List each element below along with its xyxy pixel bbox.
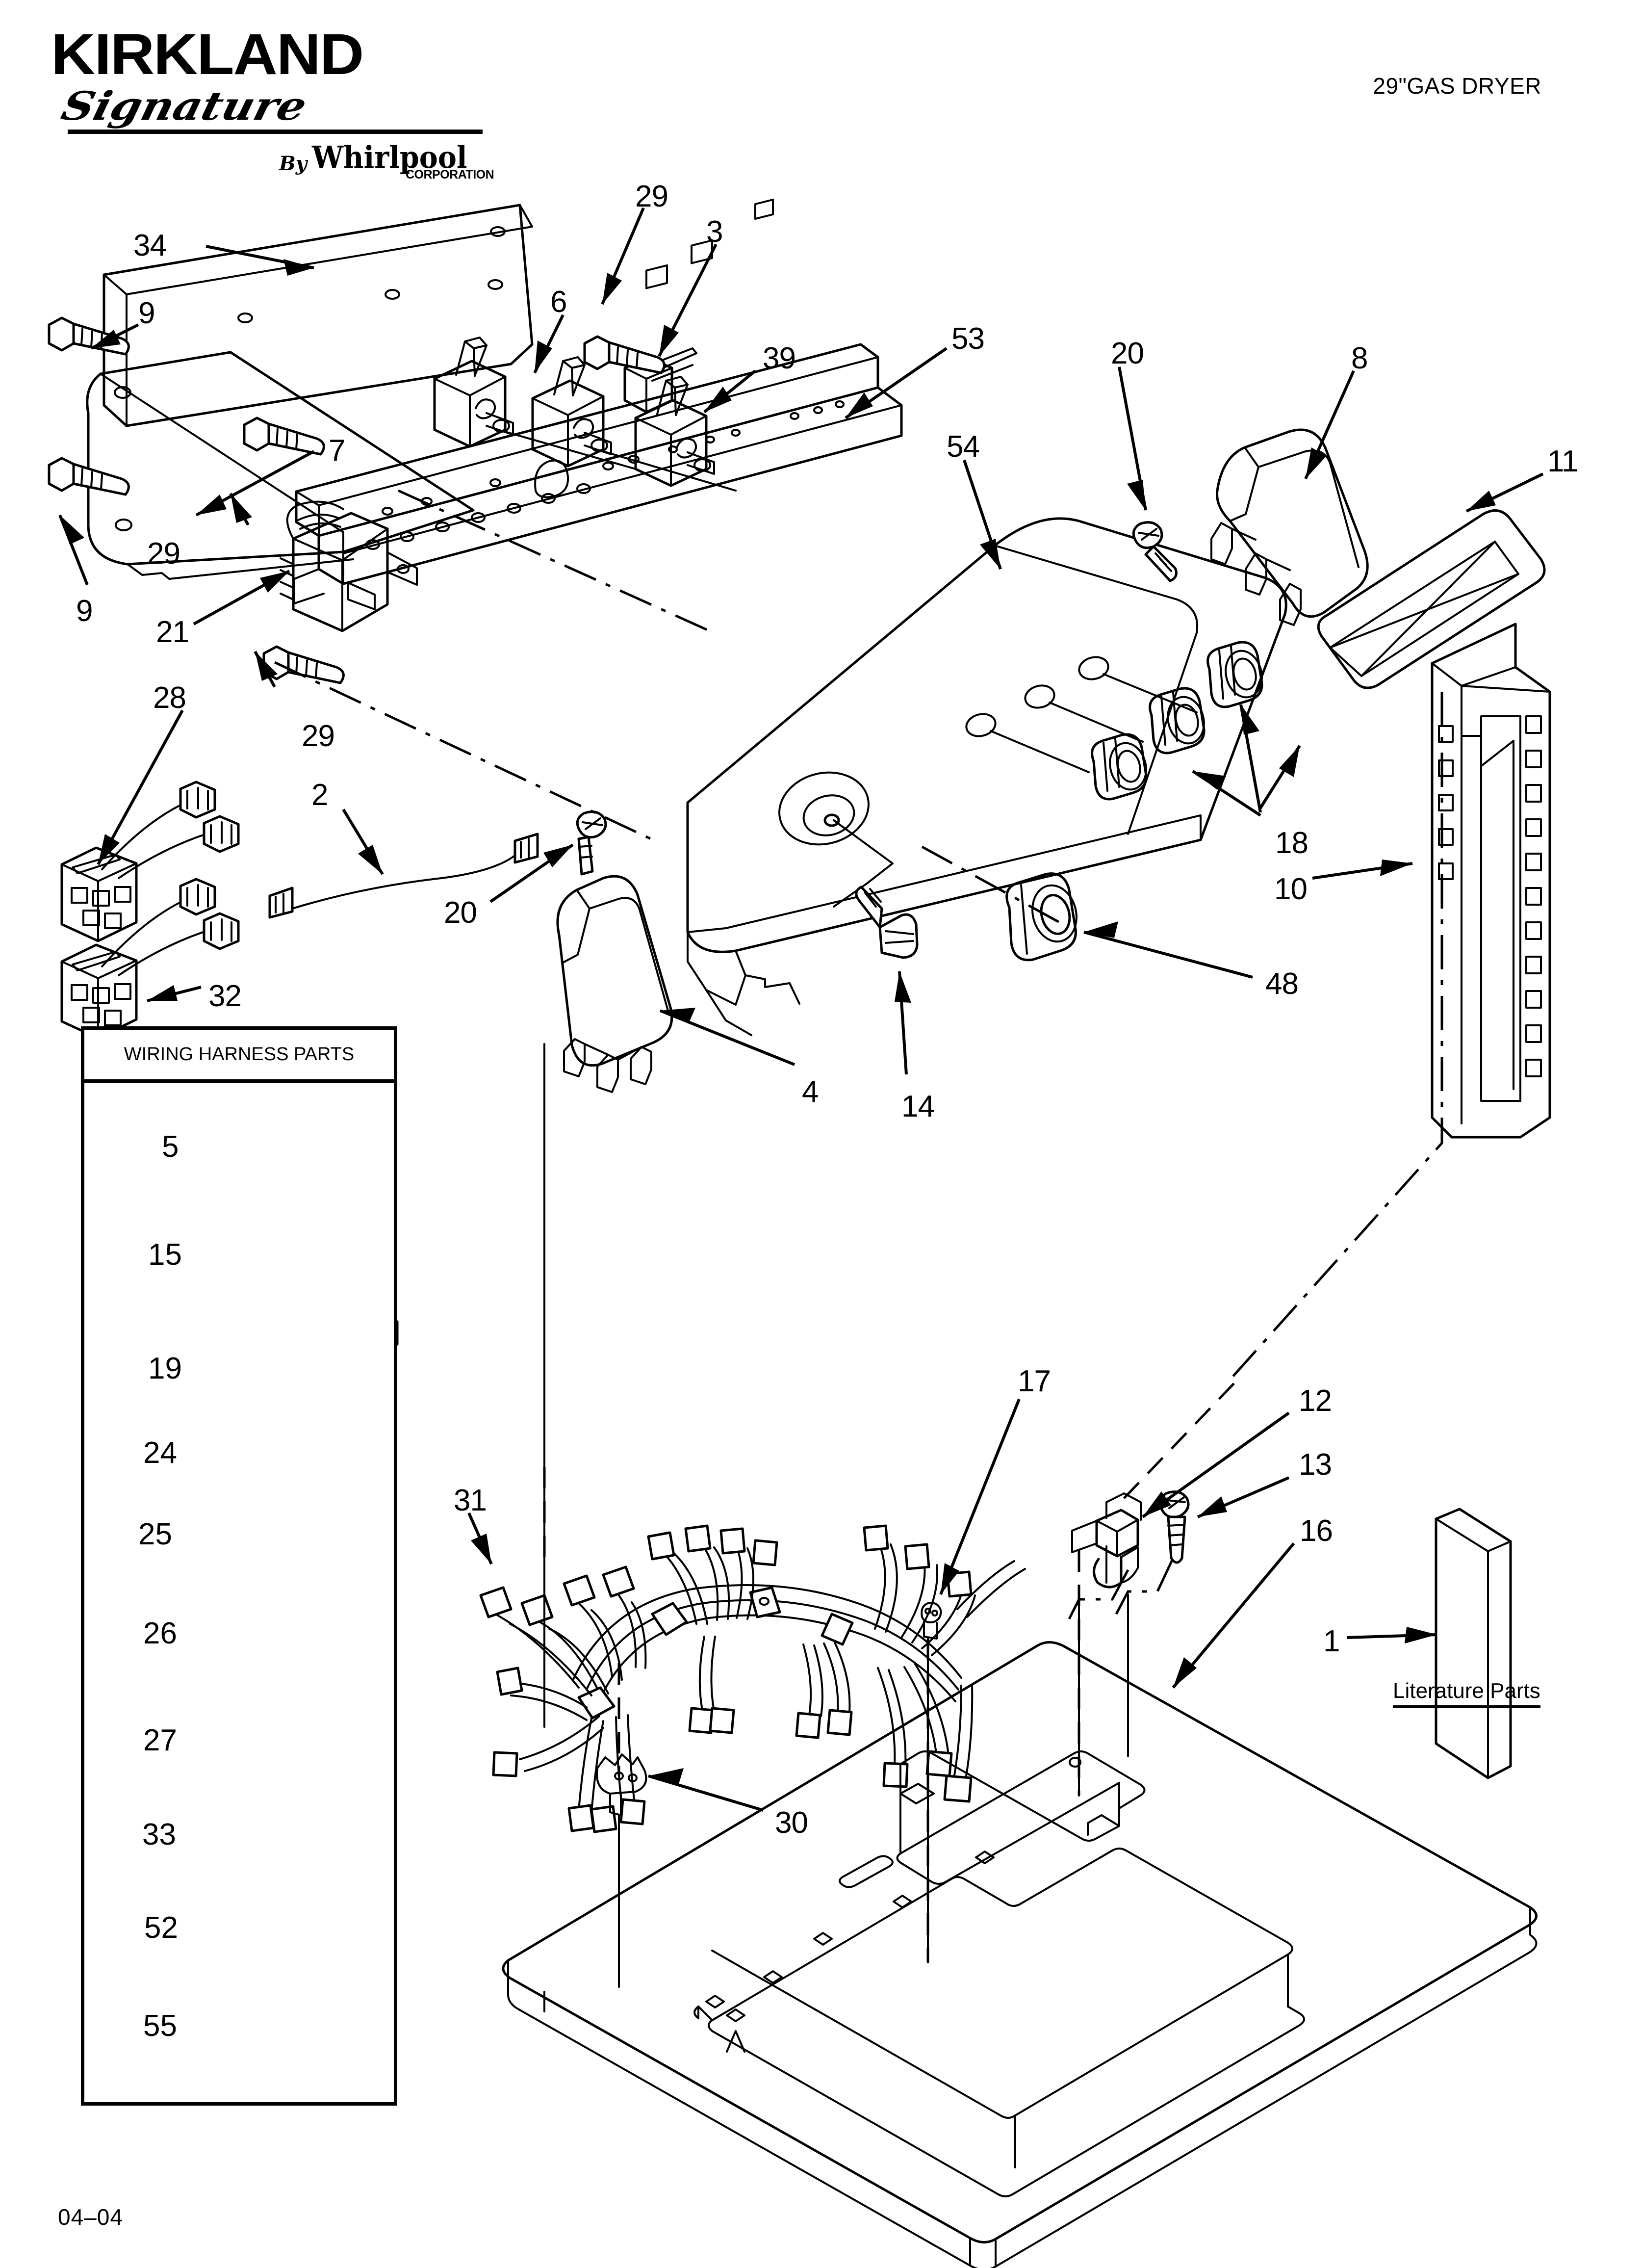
callout-screw-console-lower: 9 [76, 594, 93, 628]
callout-console-end-cap: 8 [1351, 341, 1368, 375]
revision-date: 04–04 [58, 2204, 123, 2230]
callout-screw-endcap-left: 20 [444, 896, 477, 930]
wire-harness-32-art [60, 878, 240, 1040]
knob-plug-2-art [1149, 687, 1206, 755]
lint-screen-housing-art [1431, 623, 1551, 1139]
console-end-cap-left-art [556, 875, 673, 1093]
dryer-top-panel-art [502, 1641, 1538, 2268]
callout-lint-screen-housing: 10 [1274, 872, 1308, 906]
callout-literature-sheet: 1 [1323, 1624, 1340, 1658]
knob-plug-1-art [1091, 733, 1148, 801]
corporation-label: CORPORATION [406, 168, 494, 182]
callout-knob-plug: 18 [1275, 826, 1308, 860]
callout-rotary-switch: 21 [156, 615, 189, 649]
screw-9-lower-art [48, 457, 130, 496]
console-rear-panel-art [103, 204, 534, 427]
wire-harness-28-art [60, 781, 240, 942]
screw-29-rotary-art [262, 645, 345, 684]
console-front-panel-art [686, 517, 1287, 1036]
callout-console-rear-panel: 34 [133, 229, 167, 262]
wire-clip-art [596, 1753, 647, 1816]
callout-wire-clip: 30 [775, 1806, 808, 1840]
callout-gas-line-bracket: 12 [1299, 1384, 1332, 1418]
ground-wire-art [268, 833, 539, 919]
main-wire-harness-art [479, 1524, 1026, 1833]
knob-plug-3-art [1206, 641, 1263, 708]
callout-console-front-panel: 54 [947, 430, 980, 464]
legend-item-55: 55 [143, 2009, 177, 2043]
callout-knob-insert: 48 [1265, 967, 1299, 1001]
callout-screw-console-upper: 9 [138, 296, 155, 330]
legend-item-24: 24 [143, 1436, 177, 1470]
callout-rivet-pin: 17 [1018, 1364, 1051, 1398]
legend-item-19: 19 [148, 1352, 182, 1385]
legend-item-27: 27 [143, 1723, 177, 1757]
reference-lines [274, 489, 1443, 2012]
screw-6-art [583, 335, 666, 374]
callout-screw-harness: 29 [302, 719, 335, 753]
legend-item-26: 26 [143, 1616, 177, 1650]
callout-screw-endcap-right: 20 [1111, 337, 1144, 370]
brand-divider-rule [68, 130, 483, 134]
by-label: By [279, 152, 308, 175]
knob-insert-art [1005, 872, 1078, 962]
legend-item-5: 5 [162, 1130, 179, 1164]
legend-item-15: 15 [148, 1238, 182, 1272]
lint-screen-art [1317, 509, 1546, 689]
legend-title: WIRING HARNESS PARTS [124, 1044, 355, 1065]
rivet-pin-art [921, 1602, 942, 1640]
legend-item-52: 52 [144, 1911, 178, 1945]
callout-screw-switch: 29 [635, 180, 668, 213]
console-left-bracket-art [86, 351, 475, 580]
callout-screw-bracket-left: 29 [147, 537, 180, 571]
callout-wire-harness-lower: 32 [208, 979, 242, 1013]
screw-9-upper-art [48, 316, 130, 356]
callout-terminal-block: 3 [706, 215, 723, 249]
callout-console-end-cap-left: 4 [802, 1075, 819, 1109]
rotary-switch-art [280, 500, 418, 632]
gas-line-bracket-art [1071, 1492, 1142, 1589]
callout-lint-screen: 11 [1547, 444, 1578, 478]
screw-20-left-art [576, 810, 607, 876]
legend-item-33: 33 [142, 1818, 176, 1851]
literature-sheet-art [1435, 1508, 1512, 1779]
legend-header: WIRING HARNESS PARTS [84, 1030, 394, 1083]
screw-20-right-art [1132, 521, 1178, 582]
callout-screw-endcap: 14 [901, 1090, 935, 1123]
callout-console-mounting-bracket: 53 [951, 322, 985, 356]
screw-29-left-art [243, 417, 325, 456]
brand-wordmark: KIRKLAND [51, 22, 364, 87]
console-end-cap-right-art [1210, 428, 1369, 626]
callout-timer-switch: 7 [329, 434, 345, 468]
console-mounting-bracket-art [293, 198, 903, 604]
callout-rotary-selector: 39 [763, 341, 796, 375]
callout-ground-wire: 2 [311, 778, 328, 812]
legend-item-25: 25 [138, 1517, 172, 1551]
literature-parts-label: Literature Parts [1393, 1679, 1540, 1708]
wiring-harness-parts-legend: WIRING HARNESS PARTS 5 15 19 24 25 26 27 33 52 55 [81, 1026, 397, 2106]
page-title: 29"GAS DRYER [1373, 73, 1541, 99]
callout-push-button-switch: 6 [550, 285, 567, 319]
screw-14-art [855, 886, 919, 959]
callout-wire-harness-upper: 28 [153, 681, 186, 715]
callout-screw-bracket: 13 [1299, 1448, 1332, 1482]
whirlpool-wordmark: Whirlpool [312, 139, 467, 175]
callout-dryer-top-panel: 16 [1300, 1514, 1333, 1548]
callout-main-wire-harness: 31 [454, 1484, 487, 1517]
